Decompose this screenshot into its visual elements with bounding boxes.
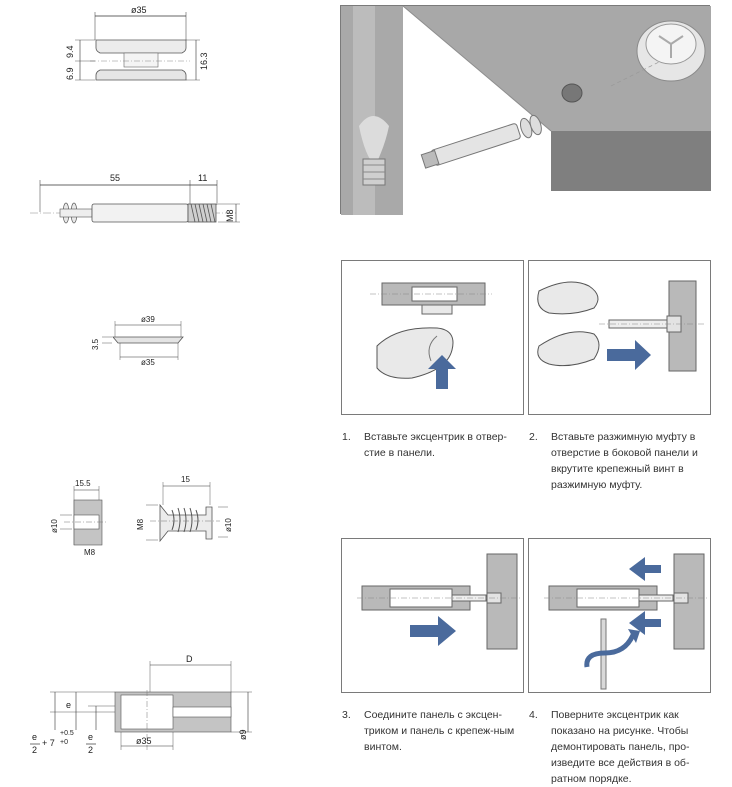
formula-denominator: 2 [32, 745, 38, 755]
cover-thickness-label: 3.5 [91, 338, 100, 350]
formula-tol-upper: +0.5 [60, 730, 74, 737]
half-numerator: e [88, 732, 94, 742]
step-3-illustration [341, 538, 524, 693]
step-2-text: Вставьте разжимную муфту в отверстие в б… [551, 431, 698, 491]
sleeve-diameter-label: ø10 [224, 518, 233, 532]
formula-tol-lower: +0 [60, 739, 68, 746]
step-1-text: Вставьте эксцентрик в отвер-стие в панел… [364, 431, 507, 459]
sleeve-thread-label: M8 [136, 518, 145, 530]
step-4-number: 4. [529, 709, 538, 721]
step-1-number: 1. [342, 431, 351, 443]
cover-outer-label: ø39 [141, 315, 155, 324]
step-2: 2. Вставьте разжимную муфту в отверстие … [529, 429, 719, 499]
hole-diameter-label: ø10 [50, 519, 59, 533]
bolt-thread-length-label: 11 [198, 173, 208, 183]
step-3-number: 3. [342, 709, 351, 721]
cam-height-label: 16.3 [199, 52, 209, 70]
formula-numerator: e [32, 732, 38, 742]
assembly-illustration [340, 5, 711, 215]
bolt-length-label: 55 [110, 173, 121, 183]
install-edge-label: e [66, 700, 72, 710]
step-4: 4. Поверните эксцентрик как показано на … [529, 707, 719, 785]
step-3-text: Соедините панель с эксцен-триком и панел… [364, 709, 515, 753]
install-depth-label: D [186, 654, 193, 664]
step-1: 1. Вставьте эксцентрик в отвер-стие в па… [342, 429, 527, 469]
hole-depth-label: 15.5 [75, 479, 91, 488]
cam-diameter-label: ø35 [131, 5, 147, 15]
install-side-label: ø9 [238, 729, 248, 740]
step-4-illustration [528, 538, 711, 693]
step-1-illustration [341, 260, 524, 415]
cam-h1-label: 9.4 [65, 45, 75, 58]
step-4-text: Поверните эксцентрик как показано на рис… [551, 709, 690, 785]
cam-h2-label: 6.9 [65, 67, 75, 80]
step-3: 3. Соедините панель с эксцен-триком и па… [342, 707, 527, 757]
half-denominator: 2 [88, 745, 94, 755]
bolt-thread-label: M8 [225, 209, 235, 222]
step-2-number: 2. [529, 431, 538, 443]
cover-inner-label: ø35 [141, 358, 155, 367]
install-diameter-label: ø35 [136, 736, 152, 746]
hole-thread-label: M8 [84, 548, 96, 557]
formula-plus: + 7 [42, 738, 55, 748]
step-2-illustration [528, 260, 711, 415]
sleeve-length-label: 15 [181, 475, 190, 484]
